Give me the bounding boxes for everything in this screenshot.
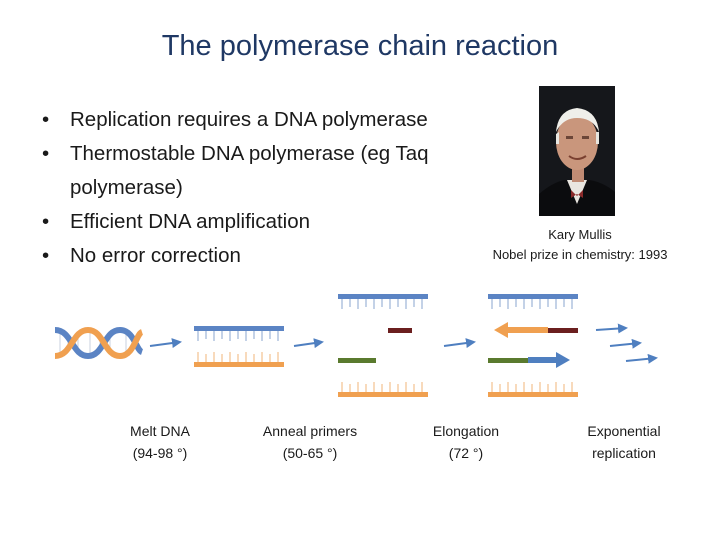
bullet-text: Thermostable DNA polymerase (eg Taq poly… (70, 142, 429, 199)
arrow-icon (595, 323, 628, 334)
primer-green (338, 358, 376, 363)
bullet-item: • Efficient DNA amplification (38, 205, 468, 239)
arrow-icon (149, 338, 182, 349)
separated-strands (194, 326, 284, 367)
primer-maroon (388, 328, 412, 333)
elongating-strands (488, 294, 578, 397)
step-anneal: Anneal primers (50-65 °) (240, 420, 380, 464)
step-melt: Melt DNA (94-98 °) (100, 420, 220, 464)
step-temp: (50-65 °) (282, 445, 338, 461)
bullet-dot-icon: • (42, 244, 50, 267)
step-name: Melt DNA (130, 423, 190, 439)
bullet-dot-icon: • (42, 108, 50, 131)
bullet-dot-icon: • (42, 210, 50, 233)
step-elongation: Elongation (72 °) (406, 420, 526, 464)
right-extension-arrow (528, 352, 570, 368)
bullet-item: • No error correction (38, 239, 468, 273)
step-temp: replication (592, 445, 656, 461)
bullet-text: Replication requires a DNA polymerase (70, 108, 428, 131)
portrait-image (539, 86, 615, 216)
arrow-icon (609, 338, 642, 349)
slide-title: The polymerase chain reaction (161, 30, 559, 62)
arrow-icon (293, 338, 324, 349)
dna-helix (54, 326, 144, 360)
step-name: Exponential (587, 423, 661, 439)
caption-name: Kary Mullis (548, 227, 612, 242)
bullet-item: • Replication requires a DNA polymerase (38, 103, 468, 137)
bullet-item: • Thermostable DNA polymerase (eg Taq pol… (38, 137, 468, 205)
step-name: Anneal primers (262, 423, 358, 439)
step-name: Elongation (432, 423, 500, 439)
caption-detail: Nobel prize in chemistry: 1993 (492, 247, 668, 262)
replication-arrows (595, 323, 658, 364)
annealed-strands (338, 294, 428, 397)
arrow-icon (625, 353, 658, 364)
left-extension-arrow (494, 322, 548, 338)
step-temp: (72 °) (448, 445, 484, 461)
bullet-text: Efficient DNA amplification (70, 210, 311, 233)
bullet-text: No error correction (70, 244, 241, 267)
arrow-icon (443, 338, 476, 349)
step-temp: (94-98 °) (132, 445, 188, 461)
bullet-list: • Replication requires a DNA polymerase •… (38, 103, 468, 273)
photo-caption: Kary Mullis Nobel prize in chemistry: 19… (460, 225, 700, 265)
portrait-photo (539, 86, 615, 216)
bullet-dot-icon: • (42, 142, 50, 165)
step-exponential: Exponential replication (564, 420, 684, 464)
